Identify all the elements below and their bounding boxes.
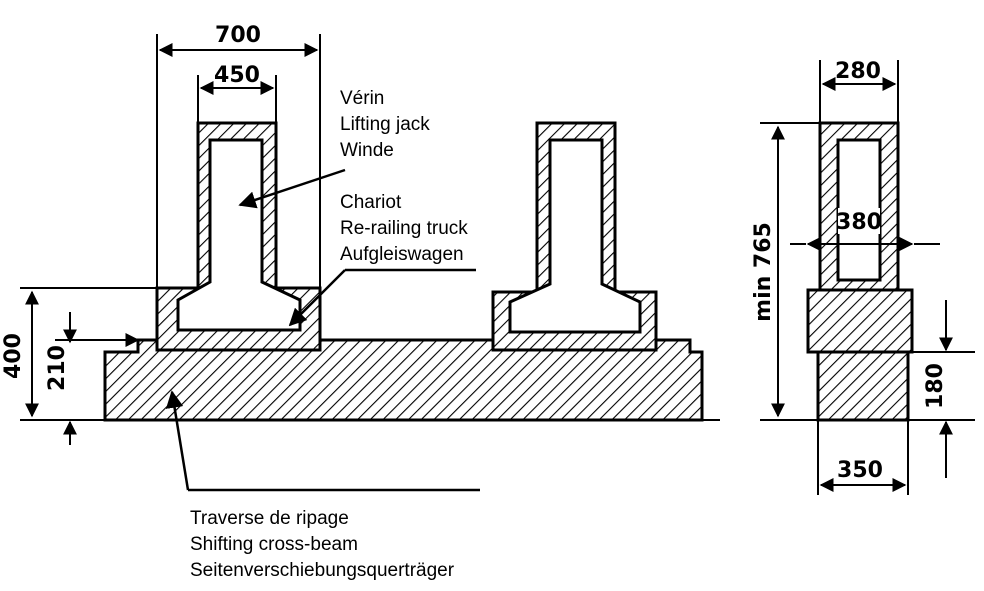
svg-text:Shifting cross-beam: Shifting cross-beam: [190, 534, 358, 555]
leader-jack: [238, 168, 346, 209]
side-truck-shape: [806, 288, 914, 354]
svg-text:Lifting jack: Lifting jack: [340, 114, 430, 135]
dim-210: 210: [45, 345, 70, 391]
svg-text:Winde: Winde: [340, 140, 394, 161]
dim-min-765: min 765: [751, 222, 776, 322]
svg-text:Re-railing truck: Re-railing truck: [340, 218, 468, 239]
label-lifting-jack: Vérin Lifting jack Winde: [340, 88, 430, 161]
dim-400: 400: [1, 333, 26, 379]
left-truck-inner-hollow: [176, 138, 302, 332]
svg-text:Chariot: Chariot: [340, 192, 402, 213]
svg-text:Seitenverschiebungsquerträger: Seitenverschiebungsquerträger: [190, 560, 455, 581]
dim-380-text-bg: [838, 208, 880, 234]
svg-text:Aufgleiswagen: Aufgleiswagen: [340, 244, 464, 265]
right-truck-inner-hollow: [508, 138, 642, 334]
label-shifting-cross-beam: Traverse de ripage Shifting cross-beam S…: [190, 508, 455, 581]
leader-beam: [165, 390, 190, 491]
side-beam-shape: [816, 350, 910, 422]
dim-280: 280: [835, 59, 881, 84]
svg-text:Traverse de ripage: Traverse de ripage: [190, 508, 349, 529]
svg-text:Vérin: Vérin: [340, 88, 384, 109]
dim-450: 450: [214, 63, 260, 88]
label-rerailing-truck: Chariot Re-railing truck Aufgleiswagen: [340, 192, 468, 265]
shifting-cross-beam-shape: [103, 338, 704, 422]
dim-700: 700: [215, 23, 261, 48]
dim-380: 380: [836, 210, 882, 235]
dim-180: 180: [923, 363, 948, 409]
dim-350: 350: [837, 458, 883, 483]
leader-truck: [288, 269, 346, 327]
